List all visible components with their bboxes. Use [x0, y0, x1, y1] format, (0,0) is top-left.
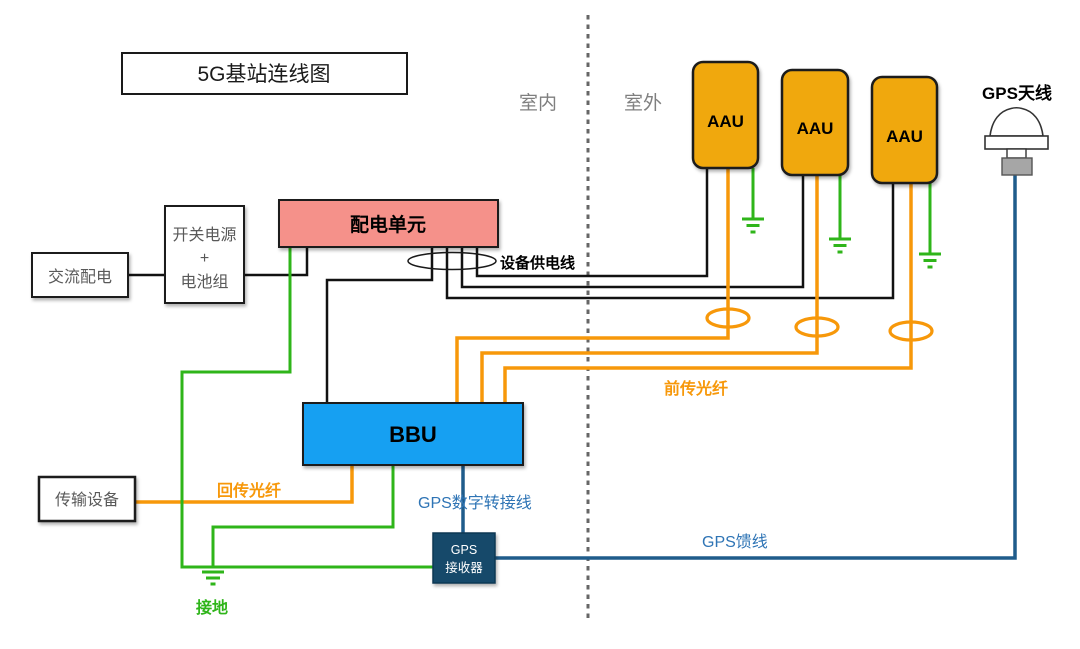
- gps-receiver-box: [432, 532, 496, 584]
- aau1-label: AAU: [707, 112, 744, 131]
- ground-symbol-aau1: [742, 217, 764, 234]
- pdu-node: 配电单元: [278, 199, 499, 248]
- aau2-box: [780, 68, 850, 177]
- cable-pdu-to-aau3-power: [445, 183, 895, 300]
- gps-receiver-line2: 接收器: [445, 560, 483, 575]
- cable-fronthaul-fiber-3: [503, 183, 913, 403]
- gps-receiver-node: GPS 接收器: [432, 532, 496, 584]
- backhaul-fiber-label: 回传光纤: [217, 481, 281, 500]
- aau2-label: AAU: [797, 119, 834, 138]
- transmission-label: 传输设备: [55, 491, 119, 509]
- gps-digital-cable-label: GPS数字转接线: [418, 494, 532, 512]
- cable-pdu-to-aau2-power: [460, 175, 805, 289]
- gps-feeder-label: GPS馈线: [702, 533, 768, 551]
- switch-battery-line1: 开关电源: [172, 226, 236, 244]
- zone-label-outdoor: 室外: [624, 92, 662, 114]
- cable-pdu-to-bbu-power: [325, 247, 434, 403]
- ground-symbol-aau3: [919, 252, 941, 269]
- gps-antenna-base-icon: [984, 135, 1049, 150]
- grounding-label: 接地: [196, 598, 228, 617]
- bbu-box: [302, 402, 524, 466]
- fiber-cables: [135, 168, 934, 504]
- aau1-node: AAU: [691, 60, 760, 170]
- ac-power-node: 交流配电: [31, 252, 129, 298]
- gps-antenna-neck-icon: [1006, 148, 1027, 159]
- power-bundle-ellipse: [407, 251, 497, 271]
- ground-cables: [180, 168, 941, 586]
- aau2-node: AAU: [780, 68, 850, 177]
- switch-battery-line2: +: [200, 250, 209, 267]
- bbu-node: BBU: [302, 402, 524, 466]
- cable-gps-feeder: [495, 175, 1017, 560]
- switch-battery-line3: 电池组: [180, 273, 228, 291]
- diagram-title: 5G基站连线图: [197, 63, 330, 86]
- title-box: [121, 52, 408, 95]
- cable-fronthaul-fiber-2: [480, 175, 819, 403]
- gps-antenna-dome-icon: [989, 106, 1044, 137]
- cable-backhaul-fiber: [135, 465, 354, 504]
- ac-power-label: 交流配电: [48, 268, 112, 286]
- ground-symbol-main: [202, 570, 224, 586]
- bbu-label: BBU: [389, 422, 437, 447]
- fiber-slack-coil-1: [705, 307, 751, 329]
- gps-receiver-line1: GPS: [451, 543, 477, 557]
- aau3-box: [870, 75, 939, 185]
- gps-antenna-label: GPS天线: [982, 83, 1052, 103]
- aau3-label: AAU: [886, 127, 923, 146]
- cable-battery-to-pdu: [244, 247, 309, 277]
- fiber-slack-coil-3: [888, 320, 934, 342]
- aau1-box: [691, 60, 760, 170]
- cable-bbu-ground: [211, 465, 395, 567]
- switch-battery-node: 开关电源 + 电池组: [164, 205, 245, 304]
- power-cables: [128, 168, 895, 403]
- gps-cables: [461, 175, 1017, 560]
- gps-antenna-mount-icon: [1001, 157, 1033, 176]
- fronthaul-fiber-label: 前传光纤: [664, 379, 728, 398]
- zone-label-indoor: 室内: [519, 92, 557, 114]
- pdu-label: 配电单元: [350, 213, 426, 236]
- ac-power-box: [31, 252, 129, 298]
- device-power-cable-label: 设备供电线: [500, 254, 575, 272]
- title-block: 5G基站连线图: [121, 52, 408, 95]
- switch-battery-box: [164, 205, 245, 304]
- transmission-node: 传输设备: [37, 475, 137, 523]
- pdu-box: [278, 199, 499, 248]
- gps-antenna-node: GPS天线: [982, 83, 1052, 176]
- transmission-box: [37, 475, 137, 523]
- ground-symbol-aau2: [829, 237, 851, 254]
- fiber-slack-coil-2: [794, 316, 840, 338]
- cable-pdu-to-aau1-power: [475, 168, 709, 278]
- cable-fronthaul-fiber-1: [455, 168, 730, 403]
- aau3-node: AAU: [870, 75, 939, 185]
- cable-pdu-ground: [180, 247, 433, 569]
